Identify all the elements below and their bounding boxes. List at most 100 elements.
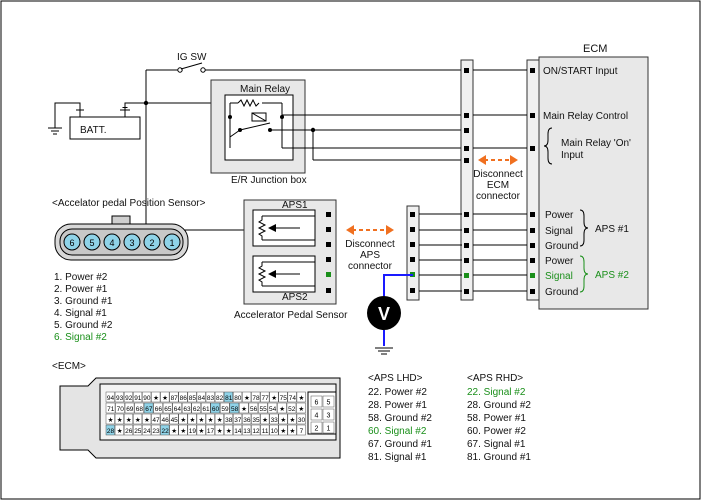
ecm-pin-number: ★ (126, 416, 132, 424)
disconnect-aps-label-2: APS (360, 250, 380, 261)
aps1-label: APS1 (282, 200, 308, 211)
ecm-pin-cell (123, 391, 134, 403)
sensor-pin-number: 4 (109, 238, 114, 248)
ecm-pin-number: 71 (107, 406, 115, 413)
ecm-pin-cell (178, 424, 188, 436)
ecm-pin-number: 85 (189, 395, 197, 402)
ecm-pin-cell (133, 424, 143, 436)
ecm-pin-number: 80 (234, 395, 242, 402)
ecm-pin-cell (233, 424, 243, 436)
ecm-pin-cell (105, 402, 116, 414)
ecm-pin-cell (105, 424, 115, 436)
ecm-pin-number: 69 (126, 406, 134, 413)
ecm-pin-cell (160, 391, 170, 403)
ecm-pin-cell (296, 402, 306, 414)
ecm-pin-cell (251, 424, 261, 436)
ecm-pin-cell (105, 413, 115, 425)
ecm-pin-cell (105, 391, 115, 403)
ecm-pin-cell (142, 424, 152, 436)
ecm-side-pin-number: 4 (315, 413, 319, 420)
ecm-pin-cell (187, 424, 197, 436)
aps1-wiper (268, 224, 276, 232)
ecm-pin-number: 7 (300, 428, 304, 435)
ecm-pin-cell (200, 402, 211, 414)
ecm-pin-number: 14 (234, 428, 242, 435)
ecm-pin-cell (214, 391, 224, 403)
voltmeter-label: V (378, 304, 390, 324)
ecm-pin-label: Main Relay Control (543, 111, 628, 122)
ecm-pin-number: 46 (161, 417, 169, 424)
ecm-pin-number: 90 (143, 395, 151, 402)
sensor-pin (83, 233, 101, 251)
ecm-pin-cell (278, 413, 288, 425)
ecm-pin-number: 47 (152, 417, 160, 424)
ecm-pin-number: 26 (125, 428, 133, 435)
ecm-pin-cell (210, 402, 221, 414)
ecm-pin-number: 28 (107, 428, 115, 435)
ecm-pin-cell (191, 402, 201, 414)
ecm-pin-cell (205, 413, 215, 425)
sensor-pin-number: 3 (129, 238, 134, 248)
ecm-pin-number: 62 (193, 406, 201, 413)
ecm-pin-number: 81 (225, 395, 233, 402)
ecm-pin-number: 19 (189, 428, 197, 435)
aps-connector-strip (406, 205, 420, 301)
ecm-pin-number: ★ (144, 416, 150, 424)
ecm-pin-cell (258, 402, 268, 414)
sensor-pin-number: 1 (169, 238, 174, 248)
ecm-pin-number: 35 (252, 417, 260, 424)
ecm-pin-number: ★ (271, 394, 277, 402)
ecm-pin-number: 10 (271, 428, 279, 435)
sensor-legend-item: 1. Power #2 (54, 272, 108, 283)
battery (69, 107, 141, 140)
ecm-pin-cell (151, 391, 161, 403)
ecm-pin-cell (114, 424, 124, 436)
ecm-pin-cell (181, 402, 192, 414)
ecm-pin-number: 23 (152, 428, 160, 435)
aps-lhd-item: 81. Signal #1 (368, 452, 427, 463)
ecm-pin-number: 36 (243, 417, 251, 424)
ecm-pin-number: 83 (207, 395, 215, 402)
ecm-pin-cell (196, 413, 206, 425)
ecm-pin-cell (169, 424, 179, 436)
ecm-pin-cell (223, 424, 234, 436)
ecm-pin-number: ★ (199, 416, 205, 424)
ecm-pin-number: 60 (212, 406, 220, 413)
ecm-pin-label: Signal (545, 271, 573, 282)
ig-sw-label: IG SW (177, 52, 207, 63)
sensor-legend-item: 5. Ground #2 (54, 320, 113, 331)
disconnect-aps-label-3: connector (348, 261, 393, 272)
ecm-pin-cell (229, 402, 240, 414)
ecm-pin-cell (143, 402, 154, 414)
ecm-side-pin-number: 1 (327, 426, 331, 433)
main-relay-label: Main Relay (240, 84, 290, 95)
ecm-pin-number: 22 (161, 428, 169, 435)
ecm-pin-number: ★ (208, 416, 214, 424)
aps-rhd-item: 67. Signal #1 (467, 439, 526, 450)
aps2-wiper (268, 270, 276, 278)
ecm-pin-cell (223, 413, 234, 425)
ecm-side-pin-number: 6 (315, 400, 319, 407)
ig-switch (177, 62, 206, 73)
ecm-pin-cell (123, 413, 134, 425)
ecm-pin-number: 94 (107, 395, 115, 402)
ecm-pin-cell (142, 391, 152, 403)
ecm-pin-label: Signal (545, 226, 573, 237)
ecm-side-pin-number: 2 (315, 426, 319, 433)
ecm-pin-number: ★ (241, 405, 247, 413)
sensor-pin (63, 233, 81, 251)
ecm-pin-number: 30 (298, 417, 306, 424)
relay-internals (229, 98, 300, 149)
ecm-pin-number: 13 (243, 428, 251, 435)
ecm-pin-cell (205, 391, 215, 403)
ecm-pin-number: ★ (180, 416, 186, 424)
ecm-pin-cell (160, 413, 170, 425)
ecm-pin-cell (187, 413, 197, 425)
ecm-input-pins (530, 68, 535, 294)
aps-rhd-item: 58. Power #1 (467, 413, 526, 424)
ecm-pin-cell (160, 424, 170, 436)
ecm-pin-number: ★ (244, 394, 250, 402)
aps1-group-label: APS #1 (595, 224, 629, 235)
aps-sensor-label: Accelerator Pedal Sensor (234, 310, 348, 321)
